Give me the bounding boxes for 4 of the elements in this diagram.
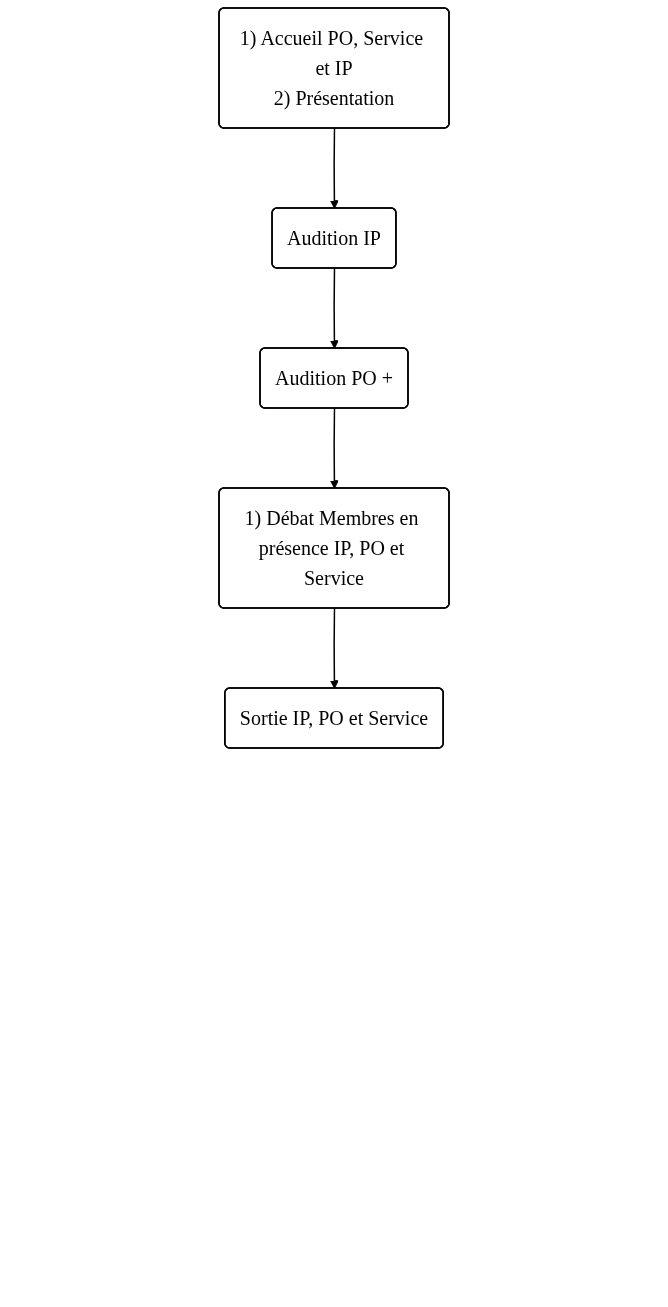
arrow [330,607,339,689]
arrow [330,127,339,209]
arrow [330,267,339,349]
arrow [330,407,339,489]
